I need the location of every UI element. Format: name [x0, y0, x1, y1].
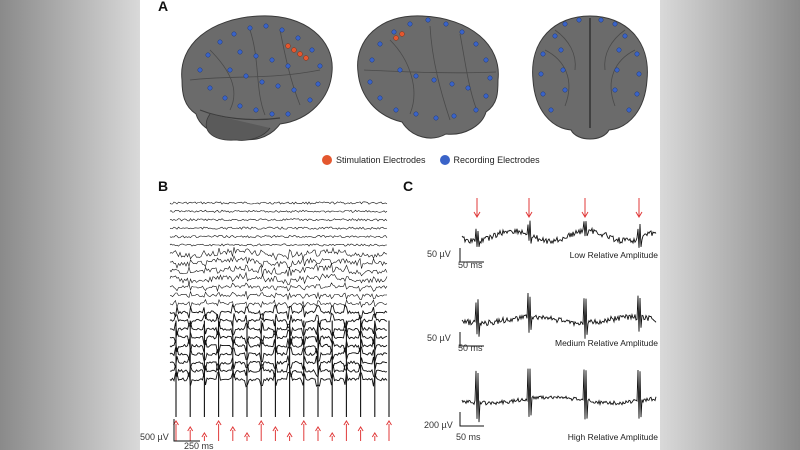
- electrode-legend: Stimulation Electrodes Recording Electro…: [322, 155, 540, 165]
- panel-c-letter: C: [403, 178, 414, 194]
- background-left: [0, 0, 140, 450]
- spike-arrow: [525, 198, 533, 218]
- c2-time-scale: 50 ms: [458, 343, 483, 353]
- stimulus-arrow: [315, 426, 321, 441]
- stimulation-electrodes-right: [393, 31, 405, 41]
- stimulus-arrow: [229, 426, 236, 441]
- eeg-trace: [169, 201, 388, 205]
- stimulation-dot: [322, 155, 332, 165]
- stimulus-arrow: [215, 420, 222, 441]
- c3-amp-scale: 200 µV: [424, 420, 453, 430]
- legend-stimulation-label: Stimulation Electrodes: [336, 155, 426, 165]
- eeg-trace: [169, 303, 388, 321]
- panel-b-time-scale: 250 ms: [184, 441, 214, 450]
- spike-arrow: [581, 198, 589, 218]
- eeg-trace: [169, 235, 388, 239]
- brain-right-lateral: [357, 15, 499, 139]
- c3-time-scale: 50 ms: [456, 432, 481, 442]
- eeg-trace: [169, 246, 388, 261]
- eeg-trace: [170, 290, 388, 301]
- eeg-trace: [169, 312, 388, 329]
- stimulus-arrow: [371, 432, 378, 441]
- trace-scale-bar: [459, 412, 484, 427]
- legend-recording-label: Recording Electrodes: [453, 155, 540, 165]
- figure: A: [140, 0, 660, 450]
- eeg-trace: [169, 218, 388, 222]
- single-trace: [461, 220, 657, 248]
- stimulus-arrow: [201, 432, 208, 441]
- recording-dot: [439, 155, 450, 165]
- spike-arrow: [635, 198, 643, 218]
- c2-amp-scale: 50 µV: [427, 333, 451, 343]
- stimulation-electrodes-left: [285, 43, 309, 61]
- eeg-trace: [169, 363, 388, 379]
- c3-label: High Relative Amplitude: [567, 432, 658, 442]
- c1-amp-scale: 50 µV: [427, 249, 451, 259]
- stimulus-arrow: [244, 432, 250, 441]
- eeg-trace: [169, 337, 388, 354]
- panel-b-scale-bar: [173, 419, 200, 442]
- legend-stimulation: Stimulation Electrodes: [322, 155, 426, 165]
- c1-time-scale: 50 ms: [458, 260, 483, 270]
- spike-arrow: [473, 198, 481, 218]
- stimulus-arrow: [329, 432, 336, 441]
- eeg-trace: [169, 329, 388, 346]
- eeg-trace: [169, 243, 387, 247]
- panel-b-amp-scale: 500 µV: [140, 432, 169, 442]
- stimulus-arrow: [272, 426, 279, 441]
- panel-b-letter: B: [158, 178, 169, 194]
- recording-electrodes-left: [197, 23, 323, 117]
- stimulus-arrow: [187, 426, 194, 441]
- trace-scale-bar: [459, 332, 484, 347]
- eeg-trace: [169, 321, 388, 337]
- eeg-trace: [169, 298, 388, 309]
- trace-scale-bar: [459, 248, 484, 263]
- legend-recording: Recording Electrodes: [439, 155, 540, 165]
- stimulus-arrow: [386, 420, 392, 441]
- recording-electrodes-posterior: [538, 17, 642, 113]
- c2-label: Medium Relative Amplitude: [555, 338, 658, 348]
- background-right: [660, 0, 800, 450]
- brain-posterior: [532, 15, 648, 140]
- multichannel-eeg-traces: [169, 201, 392, 442]
- eeg-trace: [169, 263, 388, 277]
- eeg-trace: [169, 281, 388, 293]
- eeg-trace: [169, 226, 388, 230]
- single-channel-traces: [459, 198, 657, 427]
- eeg-trace: [169, 271, 388, 286]
- brain-left-lateral: [181, 15, 333, 141]
- panel-a-letter: A: [158, 0, 169, 14]
- eeg-trace: [169, 371, 388, 388]
- eeg-trace: [169, 355, 388, 371]
- stimulus-arrow: [258, 420, 265, 441]
- single-trace: [461, 292, 657, 339]
- stimulus-arrow: [357, 426, 364, 441]
- stimulus-arrow: [286, 432, 293, 441]
- eeg-trace: [169, 346, 388, 363]
- eeg-trace: [169, 255, 388, 269]
- single-trace: [461, 368, 657, 423]
- eeg-trace: [169, 209, 388, 213]
- stimulus-arrow: [300, 420, 307, 441]
- recording-electrodes-right: [367, 17, 493, 121]
- c1-label: Low Relative Amplitude: [569, 250, 658, 260]
- stimulus-arrow: [343, 420, 350, 441]
